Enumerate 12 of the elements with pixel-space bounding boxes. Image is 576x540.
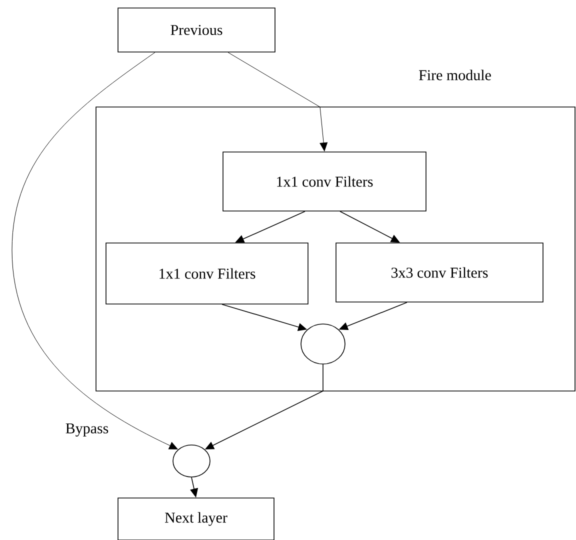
process-box: 1x1 conv Filters: [222, 152, 426, 212]
junction-circle: [172, 444, 210, 478]
junction-circle: [300, 324, 346, 364]
process-box: 3x3 conv Filters: [336, 242, 544, 302]
module-heading: Fire module: [419, 70, 491, 80]
arrow: [340, 211, 400, 243]
process-box: Previous: [118, 8, 276, 52]
edge-label: Bypass: [64, 422, 110, 438]
process-box: Next layer: [118, 498, 274, 540]
arrow: [12, 52, 178, 450]
process-box: 1x1 conv Filters: [106, 242, 308, 304]
arrow: [228, 52, 328, 152]
